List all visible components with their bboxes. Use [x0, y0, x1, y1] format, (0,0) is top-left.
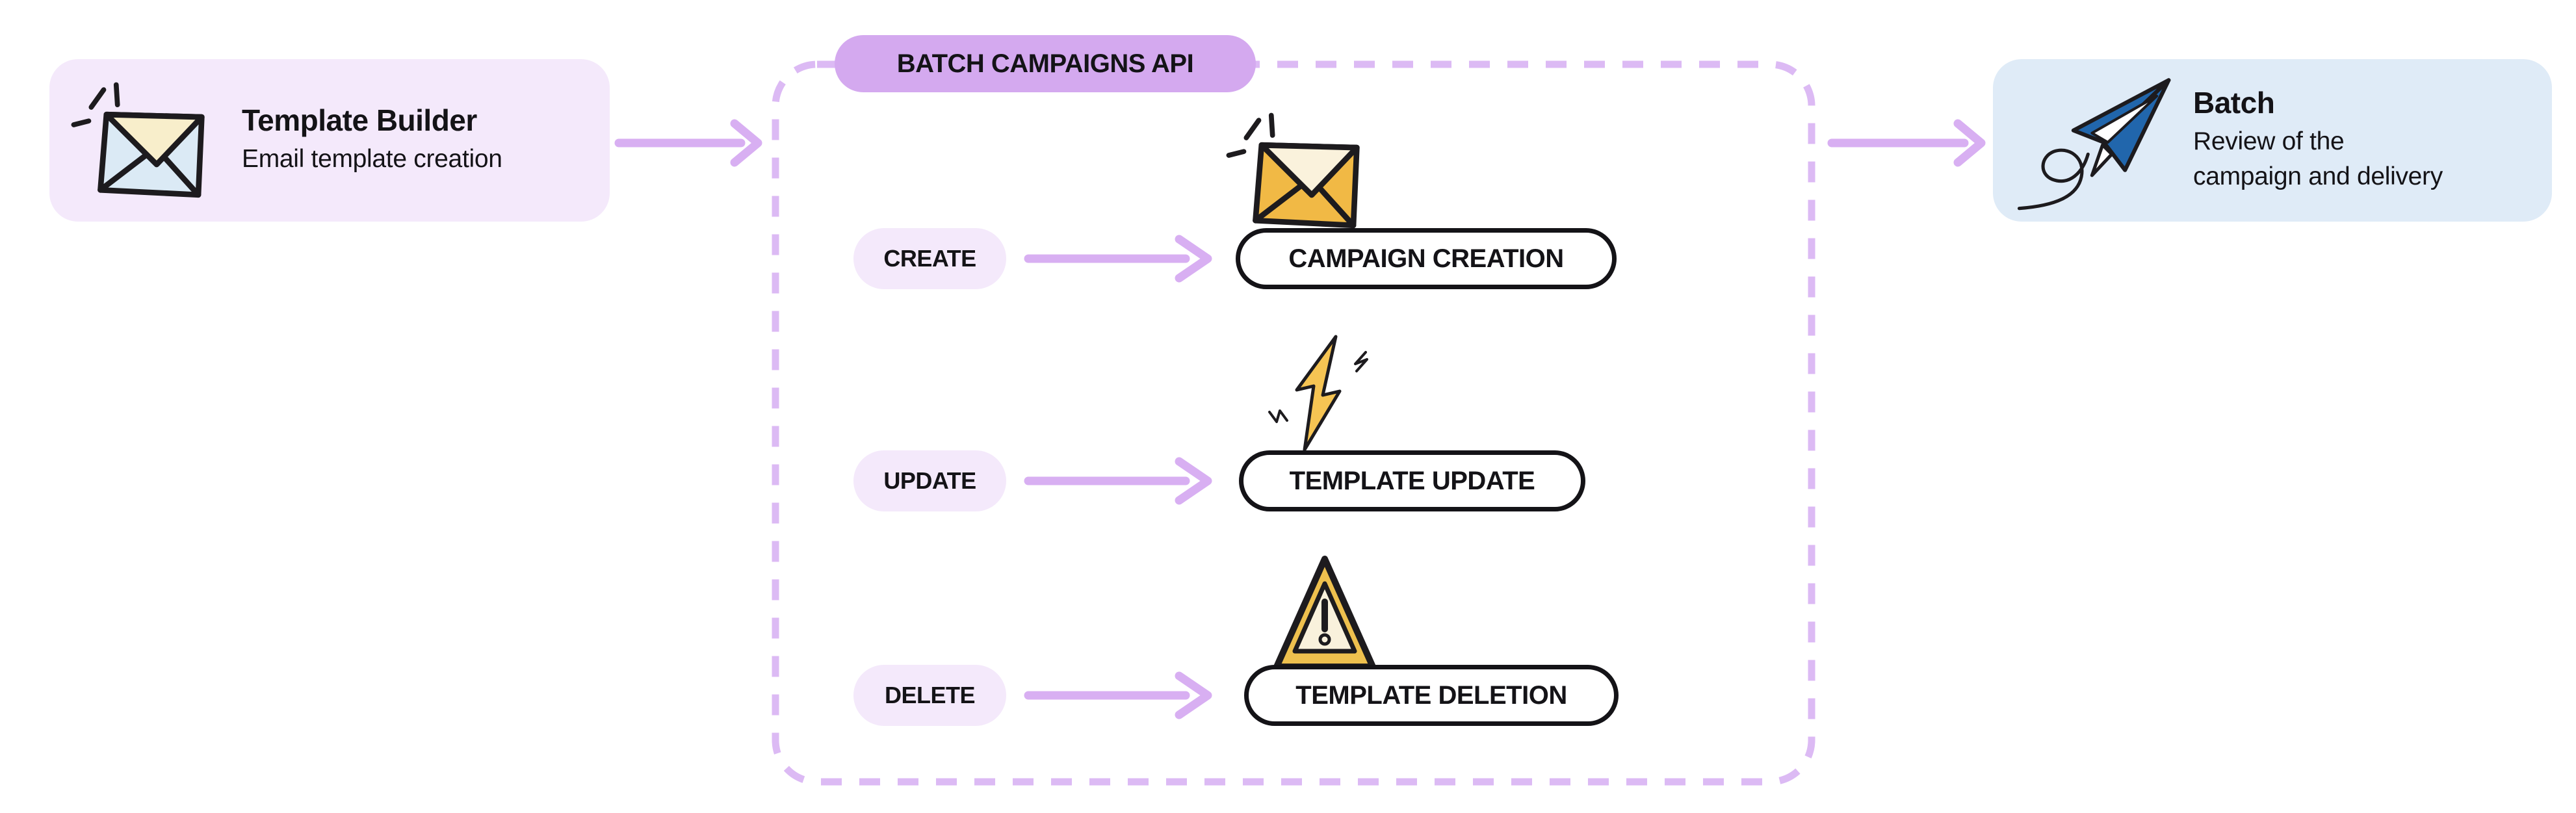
batch-campaigns-api-group-border: [772, 60, 1815, 786]
subtitle-line: Review of the: [2193, 127, 2345, 155]
arrow-create: [1024, 235, 1212, 283]
node-title: Batch: [2193, 85, 2275, 120]
subtitle-line: campaign and delivery: [2193, 162, 2443, 191]
arrow-update: [1024, 457, 1212, 505]
node-title: Template Builder: [242, 103, 477, 138]
paper-plane-icon: [2017, 78, 2171, 211]
arrow-left-to-api: [614, 119, 762, 167]
arrow-delete: [1024, 671, 1212, 719]
target-pill-campaign-creation: CAMPAIGN CREATION: [1236, 228, 1617, 289]
envelope-icon: [71, 82, 205, 198]
target-pill-template-update: TEMPLATE UPDATE: [1239, 450, 1585, 511]
api-group-label: BATCH CAMPAIGNS API: [835, 35, 1256, 92]
action-pill-update: UPDATE: [853, 450, 1006, 511]
target-pill-template-deletion: TEMPLATE DELETION: [1244, 665, 1619, 726]
action-pill-create: CREATE: [853, 228, 1006, 289]
batch-node: Batch Review of the campaign and deliver…: [1993, 59, 2552, 222]
envelope-icon: [1226, 112, 1360, 229]
lightning-icon: [1268, 335, 1368, 452]
node-subtitle: Email template creation: [242, 145, 502, 174]
action-pill-delete: DELETE: [853, 665, 1006, 726]
warning-triangle-icon: [1273, 556, 1376, 670]
arrow-api-to-batch: [1827, 119, 1986, 167]
node-subtitle: Review of the campaign and delivery: [2193, 124, 2542, 195]
template-builder-node: Template Builder Email template creation: [49, 59, 610, 222]
